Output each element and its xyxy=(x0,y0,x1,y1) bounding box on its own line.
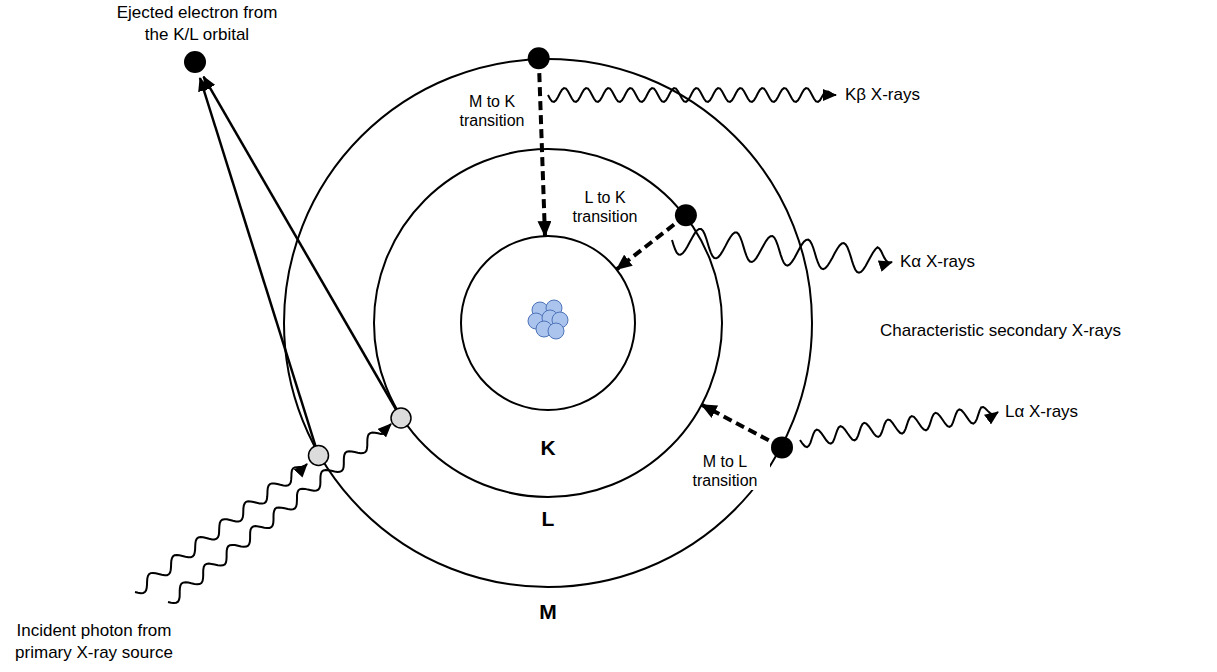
photon-wave xyxy=(800,407,998,447)
transition-label: M to L transition xyxy=(680,452,770,490)
electron xyxy=(771,436,793,458)
photon-wave xyxy=(548,88,836,102)
annotation-label: Ejected electron from the K/L orbital xyxy=(105,2,289,46)
annotation-label: Kβ X-rays xyxy=(845,84,920,106)
shell-circle xyxy=(374,149,722,497)
shell-circle xyxy=(284,59,812,587)
transition-arrow xyxy=(702,405,782,447)
vacancy-electron xyxy=(391,408,411,428)
annotation-label: Lα X-rays xyxy=(1005,401,1078,423)
transition-label: M to K transition xyxy=(448,92,536,130)
transition-arrow xyxy=(539,59,545,236)
photon-wave xyxy=(672,229,892,273)
shell-outline xyxy=(460,235,636,411)
ejected-electron xyxy=(184,51,206,73)
shell-label: L xyxy=(373,507,723,531)
shell-label: K xyxy=(460,436,636,460)
electron xyxy=(675,204,697,226)
annotation-label: Incident photon from primary X-ray sourc… xyxy=(5,620,183,664)
photon-wave xyxy=(168,424,391,603)
annotation-label: Kα X-rays xyxy=(900,251,975,273)
orbital-shell: LK xyxy=(373,148,723,498)
wave-group xyxy=(135,88,998,603)
vacancy-electron xyxy=(309,446,329,466)
shell-circle xyxy=(461,236,635,410)
annotation-label: Characteristic secondary X-rays xyxy=(880,320,1121,342)
orbital-shell: MLK xyxy=(283,58,813,588)
nucleon xyxy=(548,323,564,339)
photon-wave xyxy=(135,464,307,593)
nucleus xyxy=(528,300,568,339)
orbital-shell: K xyxy=(460,235,636,411)
ejection-arrow xyxy=(200,78,319,456)
transition-label: L to K transition xyxy=(560,188,650,226)
shell-label: M xyxy=(283,600,813,624)
